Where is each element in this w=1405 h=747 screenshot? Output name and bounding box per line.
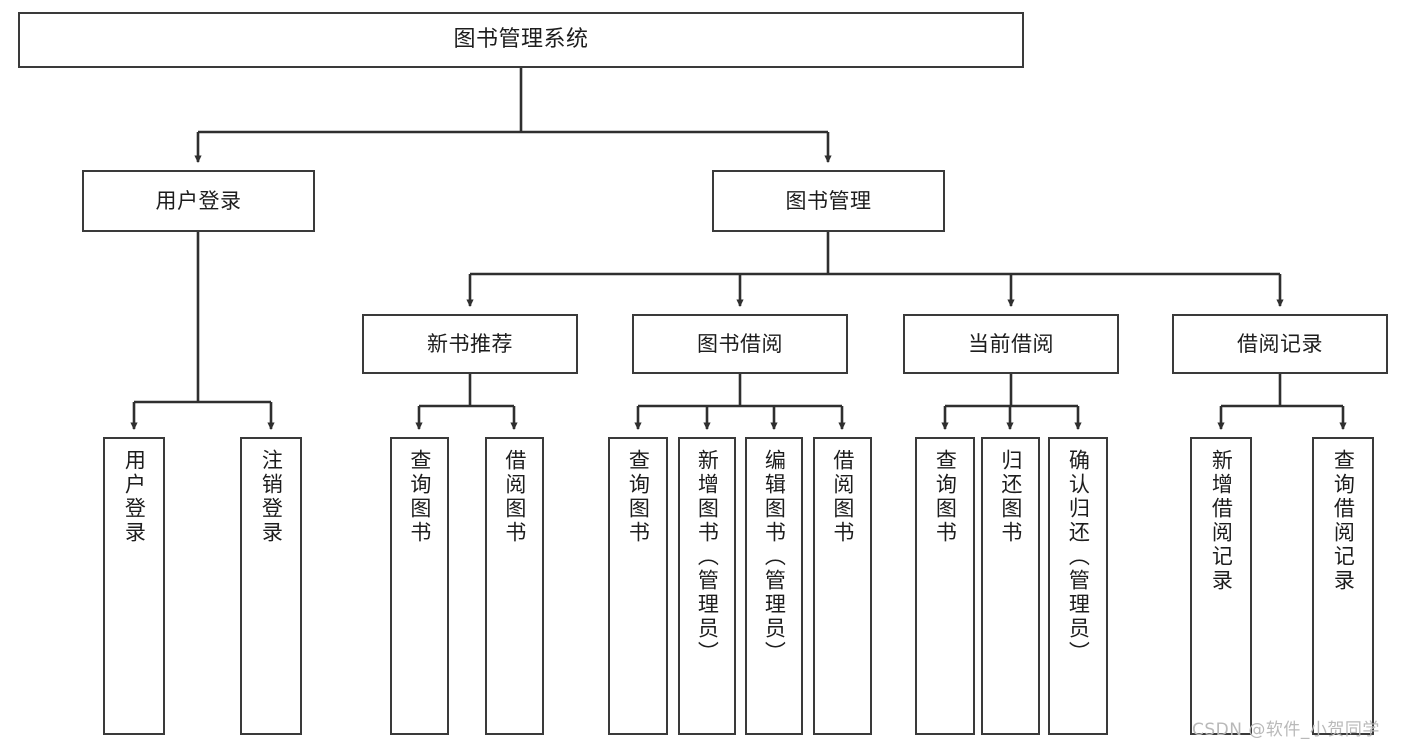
node-label: 归还图书 — [998, 449, 1023, 545]
leaf-borrow-book-recommend[interactable]: 借阅图书 — [485, 437, 544, 735]
node-label: 图书管理系统 — [453, 27, 589, 53]
node-label: 查询图书 — [407, 449, 432, 545]
node-label: 新书推荐 — [427, 331, 513, 356]
node-label: 新增图书（管理员） — [695, 449, 720, 665]
node-borrow-record[interactable]: 借阅记录 — [1172, 314, 1388, 374]
node-new-book-recommend[interactable]: 新书推荐 — [362, 314, 578, 374]
leaf-edit-book-admin[interactable]: 编辑图书（管理员） — [745, 437, 803, 735]
node-label: 图书管理 — [785, 188, 872, 213]
node-label: 注销登录 — [259, 449, 284, 545]
leaf-add-book-admin[interactable]: 新增图书（管理员） — [678, 437, 736, 735]
leaf-logout[interactable]: 注销登录 — [240, 437, 302, 735]
node-book-management[interactable]: 图书管理 — [712, 170, 945, 232]
node-label: 新增借阅记录 — [1209, 449, 1234, 593]
node-label: 编辑图书（管理员） — [762, 449, 787, 665]
node-label: 图书借阅 — [697, 331, 783, 356]
csdn-watermark: CSDN @软件_小贺同学 — [1192, 720, 1380, 740]
node-label: 借阅记录 — [1237, 331, 1323, 356]
leaf-borrow-book[interactable]: 借阅图书 — [813, 437, 872, 735]
leaf-user-login[interactable]: 用户登录 — [103, 437, 165, 735]
leaf-return-book[interactable]: 归还图书 — [981, 437, 1040, 735]
leaf-query-book-current[interactable]: 查询图书 — [915, 437, 975, 735]
node-label: 确认归还（管理员） — [1066, 449, 1091, 665]
node-root[interactable]: 图书管理系统 — [18, 12, 1024, 68]
node-label: 当前借阅 — [968, 331, 1054, 356]
leaf-query-book-borrow[interactable]: 查询图书 — [608, 437, 668, 735]
node-label: 查询借阅记录 — [1331, 449, 1356, 593]
node-label: 查询图书 — [626, 449, 651, 545]
leaf-query-borrow-record[interactable]: 查询借阅记录 — [1312, 437, 1374, 735]
node-label: 用户登录 — [122, 449, 147, 545]
leaf-confirm-return-admin[interactable]: 确认归还（管理员） — [1048, 437, 1108, 735]
node-user-login[interactable]: 用户登录 — [82, 170, 315, 232]
node-label: 查询图书 — [933, 449, 958, 545]
node-label: 借阅图书 — [502, 449, 527, 545]
node-label: 用户登录 — [155, 188, 242, 213]
leaf-query-book-recommend[interactable]: 查询图书 — [390, 437, 449, 735]
node-current-borrow[interactable]: 当前借阅 — [903, 314, 1119, 374]
node-label: 借阅图书 — [830, 449, 855, 545]
node-book-borrow[interactable]: 图书借阅 — [632, 314, 848, 374]
leaf-add-borrow-record[interactable]: 新增借阅记录 — [1190, 437, 1252, 735]
